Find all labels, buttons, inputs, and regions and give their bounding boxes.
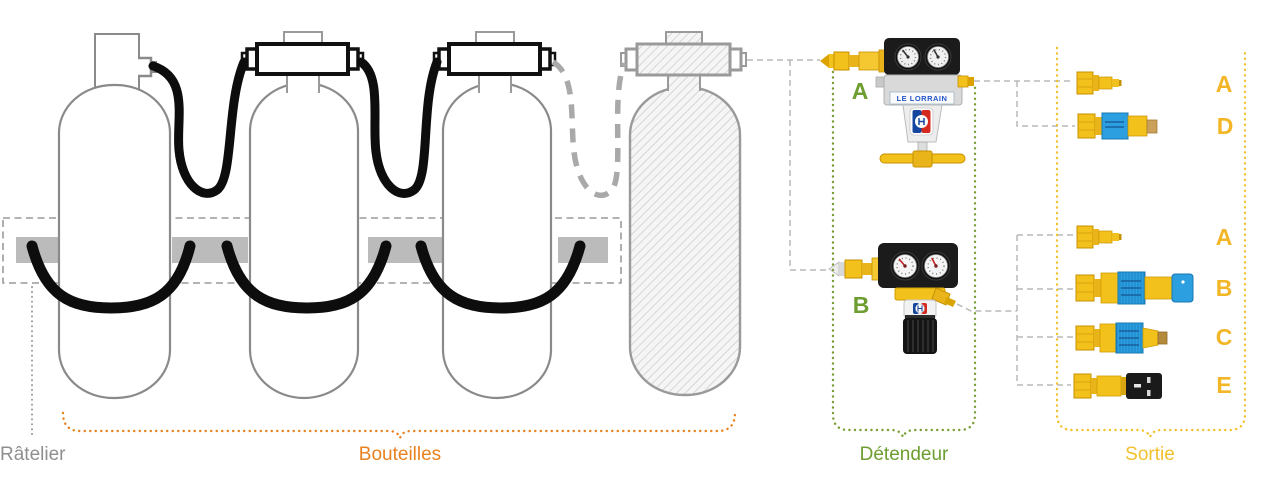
cylinder-3 — [441, 76, 553, 400]
fitting-b — [1075, 271, 1194, 305]
regulator-b-letter: B — [853, 292, 870, 318]
manifold-2-block — [255, 42, 350, 76]
regA-t-handle-hub — [912, 150, 933, 168]
manifold-4-right-bracket — [730, 47, 743, 72]
manifold-3 — [432, 31, 557, 76]
cylinder-2-body — [248, 81, 360, 400]
manifold-3-block — [447, 42, 542, 76]
manifold-2 — [240, 31, 365, 76]
line-manifold-to-regB — [789, 60, 830, 271]
cylinder-3-neck-fill — [478, 76, 512, 94]
regA-gauge-right — [924, 43, 952, 71]
regulator-a-letter: A — [852, 78, 869, 104]
outlet-letter-b: B — [1216, 275, 1233, 301]
regA-inlet-nut — [833, 51, 850, 71]
regB-knob-cap — [905, 315, 935, 319]
fitting-a-bottom — [1076, 225, 1122, 249]
regB-inlet-shaft — [862, 263, 872, 275]
outlet-letter-a-top: A — [1216, 71, 1233, 97]
regA-brand-plate — [889, 91, 955, 105]
regB-gauge-right — [921, 251, 951, 281]
hose-3-ghost — [551, 59, 627, 199]
strap-2 — [221, 240, 392, 314]
strap-3 — [415, 240, 586, 314]
regulator-a: LE LORRAIN — [820, 38, 974, 168]
label-detendeur: Détendeur — [860, 444, 949, 465]
cylinder-4-ghost — [620, 31, 747, 397]
regA-gauge-left — [894, 43, 922, 71]
regB-gauge-left — [890, 251, 920, 281]
cylinder-2 — [248, 76, 360, 400]
strap-1 — [26, 240, 196, 314]
bracket-bouteilles — [61, 411, 737, 442]
cylinder-4-body — [628, 85, 742, 397]
outlet-letter-c: C — [1216, 324, 1233, 350]
hose-2 — [356, 57, 442, 198]
regA-logo — [909, 107, 934, 136]
regB-side-port-tip — [944, 297, 956, 307]
cylinder-4-neck-fill — [667, 75, 701, 91]
manifold-3-right-port — [550, 51, 557, 67]
regA-outlet-port — [957, 75, 969, 88]
regA-inlet-ring — [829, 54, 834, 68]
regulator-b — [828, 243, 958, 354]
bracket-detendeur — [831, 70, 977, 441]
manifold-4-block — [635, 42, 732, 77]
regA-inlet-sleeve — [858, 51, 880, 71]
manifold-4-right-port — [741, 52, 747, 67]
regA-inlet-tip — [820, 54, 829, 68]
regA-outlet-tip — [968, 77, 974, 86]
regB-inlet-nut — [844, 259, 863, 279]
cylinder-2-neck-fill — [286, 76, 320, 94]
label-bouteilles: Bouteilles — [359, 444, 441, 465]
regA-brand-label: LE LORRAIN — [897, 94, 948, 103]
hose-1 — [148, 57, 249, 198]
outlet-letter-e: E — [1216, 372, 1231, 398]
line-regA-to-outletD — [1016, 81, 1075, 127]
cylinder-3-body — [441, 81, 553, 400]
regB-inlet-ring — [839, 262, 845, 276]
fitting-a-top — [1076, 71, 1122, 95]
manifold-4-left-bracket — [624, 47, 637, 72]
label-ratelier: Râtelier — [0, 444, 66, 465]
fitting-d — [1077, 112, 1158, 140]
regA-inlet-shaft — [849, 55, 859, 67]
fitting-e — [1073, 373, 1162, 399]
cylinder-1 — [57, 33, 172, 400]
regB-logo — [913, 303, 927, 314]
cylinder-1-body — [57, 83, 172, 400]
fitting-c — [1075, 322, 1168, 354]
outlet-letter-a-bottom: A — [1216, 224, 1233, 250]
label-sortie: Sortie — [1125, 444, 1175, 465]
regB-knob-ribs — [907, 320, 934, 352]
connection-lines — [747, 59, 1075, 386]
line-regB-outlet — [956, 303, 1017, 312]
outlet-letter-d: D — [1217, 113, 1234, 139]
manifold-3-right-bracket — [539, 47, 552, 71]
